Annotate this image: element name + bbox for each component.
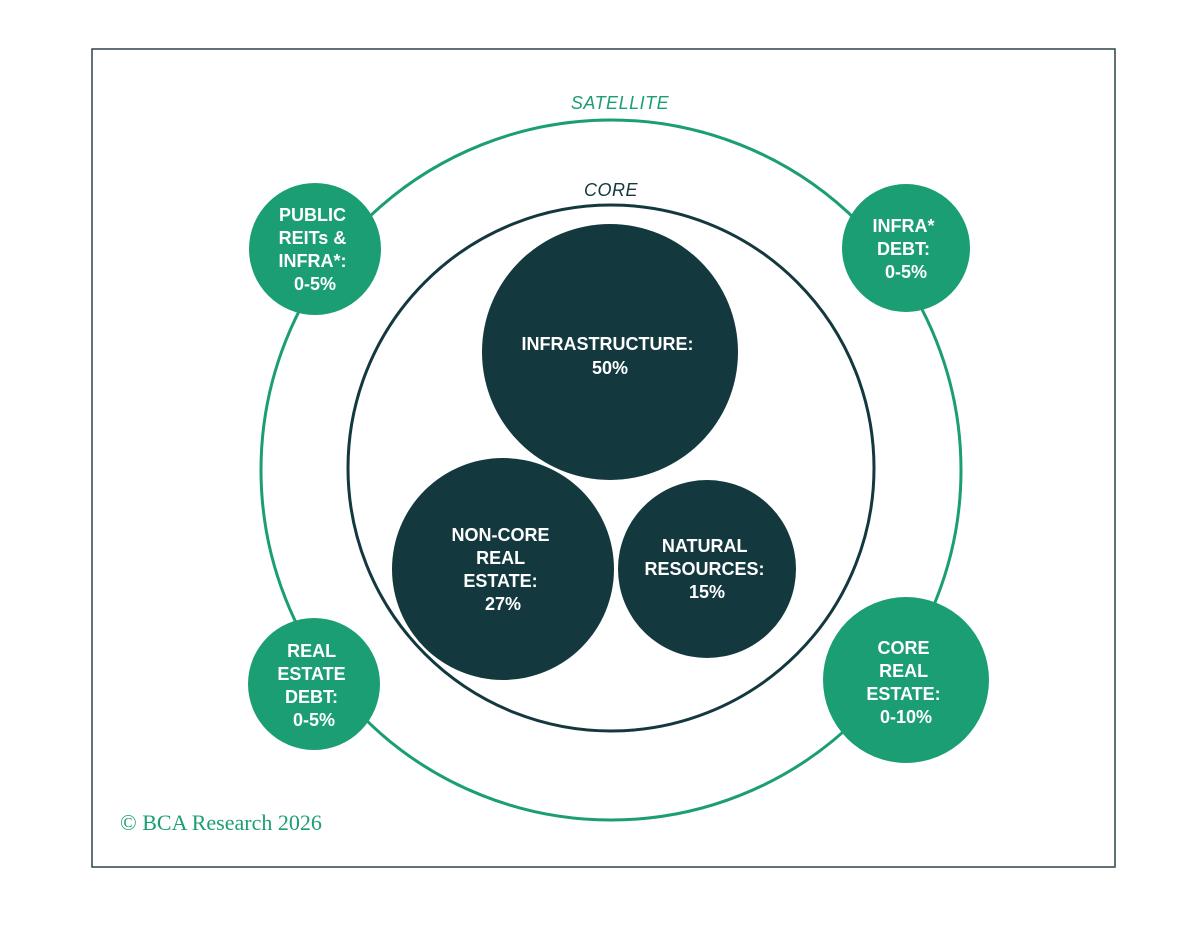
core-label: CORE	[584, 180, 638, 200]
satellite-node-label: CORE REAL ESTATE: 0-10%	[866, 638, 945, 727]
label-line: INFRA*	[872, 216, 934, 236]
satellite-node-label: PUBLIC REITs & INFRA*: 0-5%	[278, 205, 351, 294]
core-node-label: NON-CORE REAL ESTATE: 27%	[451, 525, 554, 614]
label-line: ESTATE	[277, 664, 345, 684]
label-line: REAL	[879, 661, 928, 681]
core-node-circle	[618, 480, 796, 658]
label-line: DEBT:	[285, 687, 338, 707]
satellite-node-circle	[842, 184, 970, 312]
core-node-circle	[392, 458, 614, 680]
satellite-node-circle	[823, 597, 989, 763]
frame-border	[91, 48, 1116, 868]
label-line: 0-5%	[294, 274, 336, 294]
label-line: REAL	[476, 548, 525, 568]
satellite-node-label: REAL ESTATE DEBT: 0-5%	[277, 641, 350, 730]
satellite-node-label: INFRA* DEBT: 0-5%	[872, 216, 939, 282]
core-node-label: NATURAL RESOURCES: 15%	[644, 536, 769, 602]
core-node-natural-resources: NATURAL RESOURCES: 15%	[618, 480, 796, 658]
label-line: DEBT:	[877, 239, 930, 259]
label-line: NON-CORE	[451, 525, 549, 545]
label-line: INFRA*:	[278, 251, 346, 271]
core-node-infrastructure: INFRASTRUCTURE: 50%	[482, 224, 738, 480]
label-line: ESTATE:	[866, 684, 940, 704]
copyright-text: © BCA Research 2026	[120, 810, 322, 835]
label-line: 27%	[485, 594, 521, 614]
satellite-node-circle	[249, 183, 381, 315]
label-line: PUBLIC	[279, 205, 346, 225]
satellite-node-infra-debt: INFRA* DEBT: 0-5%	[842, 184, 970, 312]
label-line: REITs &	[279, 228, 347, 248]
label-line: INFRASTRUCTURE:	[522, 334, 694, 354]
core-node-label: INFRASTRUCTURE: 50%	[522, 334, 699, 378]
satellite-node-core-real-estate: CORE REAL ESTATE: 0-10%	[823, 597, 989, 763]
satellite-node-public-reits-infra: PUBLIC REITs & INFRA*: 0-5%	[249, 183, 381, 315]
satellite-label: SATELLITE	[571, 93, 670, 113]
core-node-non-core-real-estate: NON-CORE REAL ESTATE: 27%	[392, 458, 614, 680]
label-line: 0-5%	[293, 710, 335, 730]
label-line: NATURAL	[662, 536, 748, 556]
label-line: ESTATE:	[463, 571, 537, 591]
label-line: 15%	[689, 582, 725, 602]
label-line: 0-5%	[885, 262, 927, 282]
label-line: RESOURCES:	[644, 559, 764, 579]
satellite-ring	[259, 118, 963, 822]
satellite-node-real-estate-debt: REAL ESTATE DEBT: 0-5%	[248, 618, 380, 750]
satellite-node-circle	[248, 618, 380, 750]
core-node-circle	[482, 224, 738, 480]
core-ring	[346, 203, 876, 733]
label-line: REAL	[287, 641, 336, 661]
label-line: 0-10%	[880, 707, 932, 727]
label-line: 50%	[592, 358, 628, 378]
label-line: CORE	[877, 638, 929, 658]
